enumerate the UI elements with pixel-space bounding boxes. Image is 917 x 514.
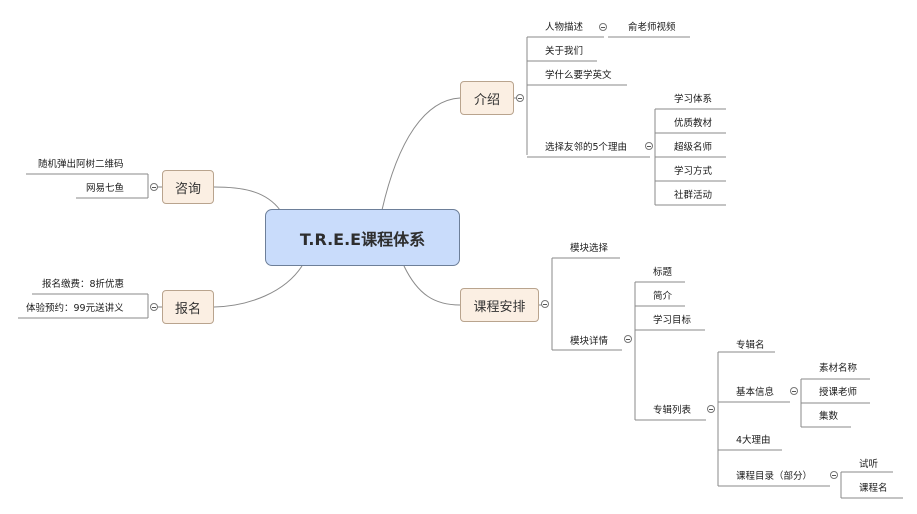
collapse-reasons-toggle[interactable] bbox=[645, 142, 653, 150]
topic-detail-title[interactable]: 标题 bbox=[653, 267, 673, 278]
collapse-consult-toggle[interactable] bbox=[150, 183, 158, 191]
collapse-albums-toggle[interactable] bbox=[707, 405, 715, 413]
link-root-intro bbox=[381, 97, 461, 211]
topic-about[interactable]: 关于我们 bbox=[545, 46, 584, 57]
branch-intro-label: 介绍 bbox=[473, 92, 500, 108]
topic-catalog-1[interactable]: 试听 bbox=[859, 459, 879, 470]
collapse-basic-toggle[interactable] bbox=[790, 387, 798, 395]
topic-person[interactable]: 人物描述 bbox=[545, 22, 584, 33]
topic-basic-2[interactable]: 授课老师 bbox=[819, 387, 858, 398]
topic-reason-1[interactable]: 学习体系 bbox=[674, 94, 713, 105]
link-root-arrange bbox=[403, 265, 461, 306]
topic-detail[interactable]: 模块详情 bbox=[570, 336, 609, 347]
collapse-catalog-toggle[interactable] bbox=[830, 471, 838, 479]
topic-catalog-2[interactable]: 课程名 bbox=[859, 483, 888, 494]
collapse-arrange-toggle[interactable] bbox=[541, 300, 549, 308]
topic-signup-1[interactable]: 报名缴费：8折优惠 bbox=[42, 279, 125, 290]
topic-reason-3[interactable]: 超级名师 bbox=[674, 142, 713, 153]
topic-album-name[interactable]: 专辑名 bbox=[736, 340, 765, 351]
link-root-consult bbox=[213, 186, 281, 211]
branch-consult[interactable]: 咨询 bbox=[162, 170, 214, 204]
topic-basic-1[interactable]: 素材名称 bbox=[819, 363, 858, 374]
topic-detail-albums[interactable]: 专辑列表 bbox=[653, 405, 692, 416]
branch-arrange-label: 课程安排 bbox=[473, 299, 526, 315]
topic-reason-5[interactable]: 社群活动 bbox=[674, 190, 713, 201]
root-topic[interactable]: T.R.E.E课程体系 bbox=[265, 209, 460, 266]
collapse-person-toggle[interactable] bbox=[599, 23, 607, 31]
topic-select[interactable]: 模块选择 bbox=[570, 243, 609, 254]
topic-detail-goal[interactable]: 学习目标 bbox=[653, 315, 692, 326]
root-topic-label: T.R.E.E课程体系 bbox=[299, 229, 426, 249]
topic-reasons4[interactable]: 4大理由 bbox=[736, 435, 771, 446]
collapse-signup-toggle[interactable] bbox=[150, 303, 158, 311]
topic-signup-2[interactable]: 体验预约：99元送讲义 bbox=[26, 303, 124, 314]
branch-signup[interactable]: 报名 bbox=[162, 290, 214, 324]
topic-basic-info[interactable]: 基本信息 bbox=[736, 387, 775, 398]
branch-signup-label: 报名 bbox=[174, 301, 201, 317]
topic-detail-intro[interactable]: 简介 bbox=[653, 291, 673, 302]
topic-reason-2[interactable]: 优质教材 bbox=[674, 118, 713, 129]
branch-intro[interactable]: 介绍 bbox=[460, 81, 514, 115]
topic-person-child[interactable]: 俞老师视频 bbox=[628, 22, 676, 33]
topic-catalog[interactable]: 课程目录（部分） bbox=[736, 471, 813, 482]
topic-basic-3[interactable]: 集数 bbox=[819, 411, 839, 422]
topic-reasons[interactable]: 选择友邻的5个理由 bbox=[545, 142, 628, 153]
topic-why[interactable]: 学什么要学英文 bbox=[545, 70, 612, 81]
link-root-signup bbox=[213, 265, 303, 308]
topic-reason-4[interactable]: 学习方式 bbox=[674, 166, 713, 177]
topic-consult-1[interactable]: 随机弹出阿树二维码 bbox=[38, 159, 124, 170]
branch-arrange[interactable]: 课程安排 bbox=[460, 288, 539, 322]
branch-consult-label: 咨询 bbox=[174, 181, 201, 197]
topic-consult-2[interactable]: 网易七鱼 bbox=[86, 183, 125, 194]
collapse-detail-toggle[interactable] bbox=[624, 335, 632, 343]
collapse-intro-toggle[interactable] bbox=[516, 94, 524, 102]
